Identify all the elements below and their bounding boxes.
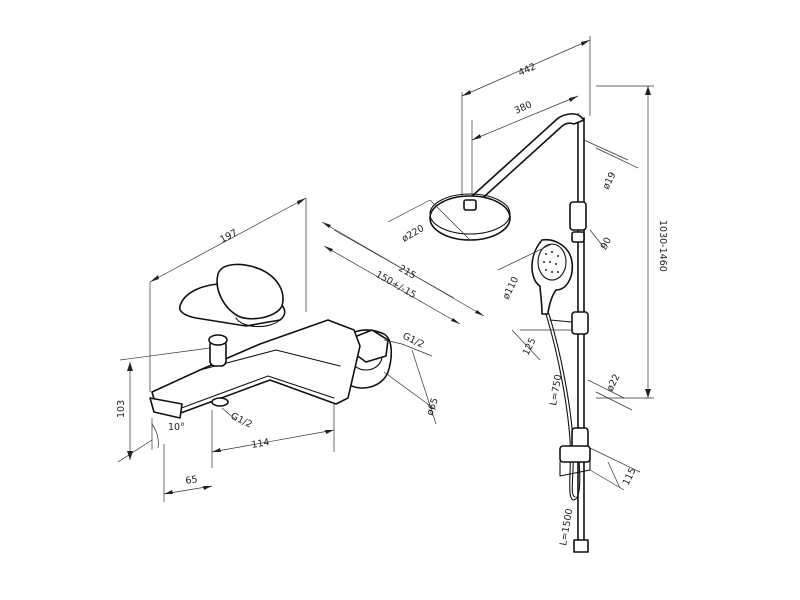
dim-slider-offset: 125 (521, 336, 539, 357)
cartridge-base (235, 317, 281, 328)
head-connector (463, 199, 477, 211)
spray-nozzles (543, 251, 559, 273)
dim-mixer-height: 103 (116, 400, 127, 418)
bottom-outlet (211, 397, 229, 407)
dim-arm-length: 380 (513, 99, 534, 116)
hand-shower (531, 238, 574, 315)
dim-mixer-width: 197 (218, 227, 239, 245)
shower-dimensions: 442 380 ø19 ø220 90 ø110 1030-1460 125 (387, 36, 668, 547)
dim-mixer-depth: 215 (397, 263, 418, 282)
overhead-shower-rim (429, 193, 511, 235)
column-inlet (573, 539, 589, 553)
dim-bracket-offset: 115 (621, 466, 639, 487)
dim-hose-length: L=1500 (558, 508, 575, 547)
dim-spout-angle: 10° (168, 422, 185, 433)
spout (149, 397, 183, 419)
diverter-valve (559, 445, 591, 463)
dim-inlet-thread: G1/2 (401, 331, 426, 351)
slider-holder (571, 311, 589, 335)
dim-hand-shower-diameter: ø110 (501, 275, 521, 301)
cartridge-cap (216, 263, 284, 320)
dim-spout-reach: 114 (251, 437, 271, 451)
shower-set (429, 113, 591, 553)
dim-column-height: 1030-1460 (657, 220, 668, 272)
dim-flange-diameter: ø65 (424, 396, 440, 417)
dim-holder-offset: 90 (599, 236, 614, 252)
dim-pipe-diameter: ø22 (605, 372, 623, 393)
mixer-body (151, 319, 361, 415)
dim-overhead-diameter: ø220 (400, 223, 426, 245)
bath-mixer (149, 263, 393, 419)
column-clamp (569, 201, 587, 231)
dim-pipe-length: L=750 (548, 374, 564, 407)
dim-rail-diameter-top: ø19 (601, 170, 619, 191)
dim-outlet-offset: 65 (185, 474, 199, 487)
body-edge (175, 375, 335, 411)
diverter-top (208, 334, 228, 346)
shower-hose (545, 313, 581, 501)
shower-arm (469, 113, 585, 205)
dim-outlet-thread: G1/2 (229, 411, 254, 431)
